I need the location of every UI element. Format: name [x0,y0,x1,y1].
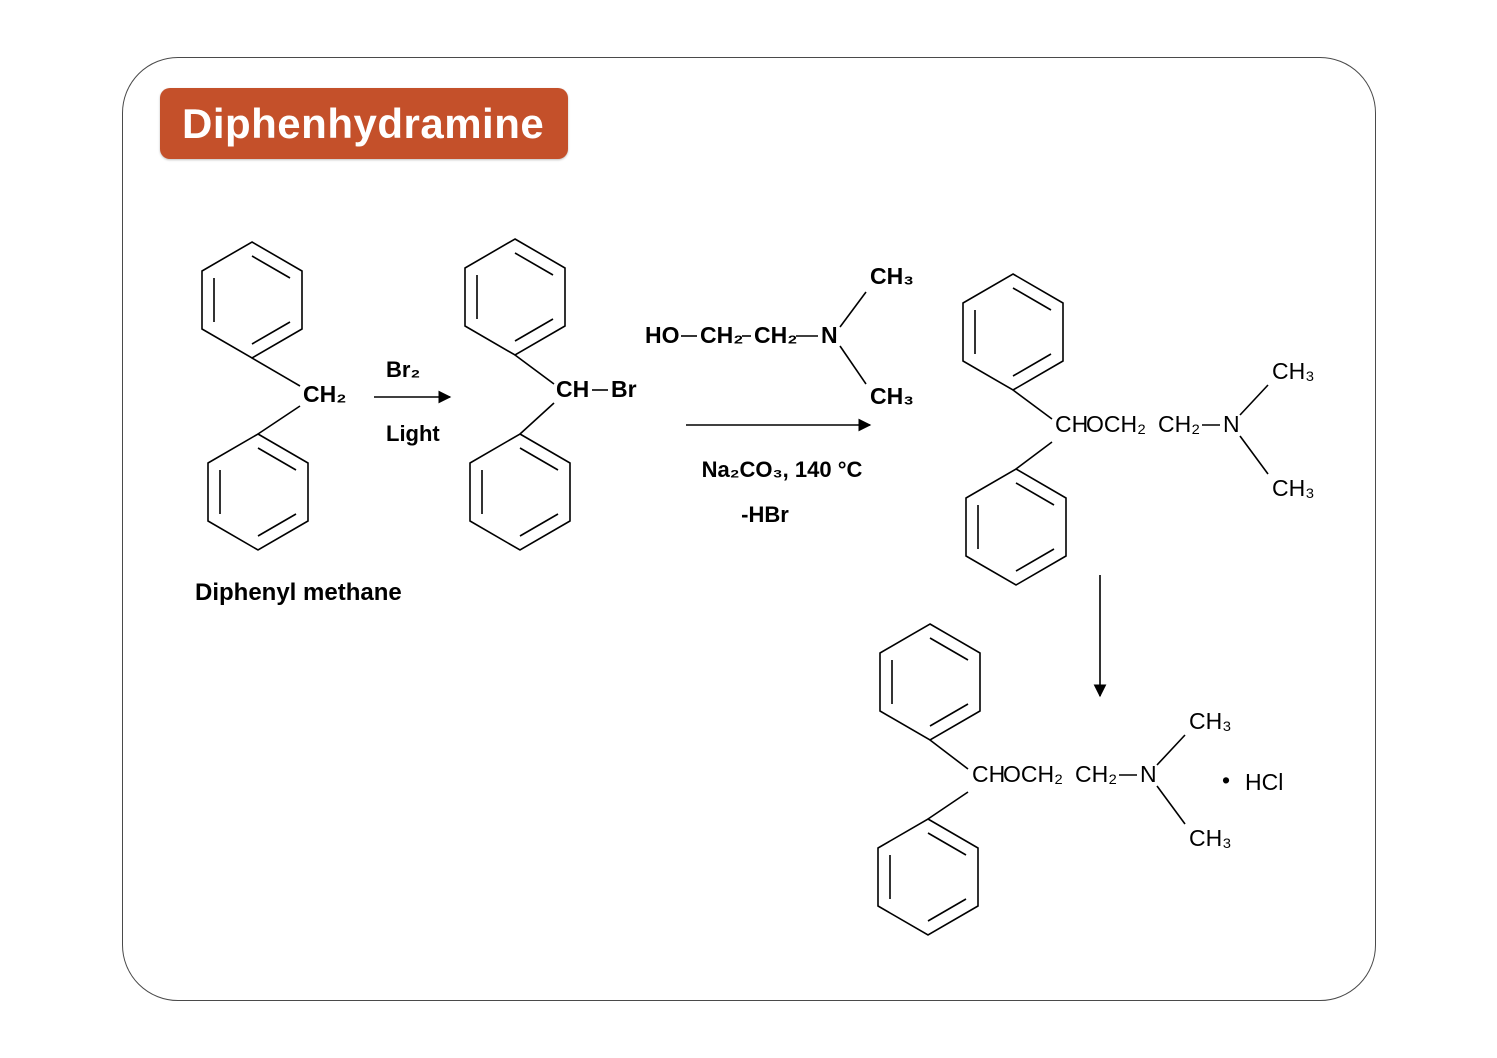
benzene-ring [965,468,1067,586]
bond [251,357,301,387]
bond [519,402,555,435]
bond [1239,435,1269,475]
formula-ch: CH [972,761,1005,787]
condition-label: Na₂CO₃, 140 °C [702,457,863,482]
molecule-caption: Diphenyl methane [195,579,402,606]
formula-ho: HO [645,322,680,348]
molecule-benzhydryl-bromide: CH Br [464,238,637,551]
benzene-ring [879,623,981,741]
benzene-ring [201,241,303,359]
formula-ch2: CH₂ [303,381,346,407]
benzene-ring [464,238,566,356]
formula-ch2: CH₂ [1158,411,1200,437]
molecule-diphenhydramine-hcl: CH OCH₂ CH₂ N CH₃ CH₃ • HCl [877,623,1283,936]
bond [839,345,867,385]
condition-label: Light [386,421,440,446]
reaction-arrow-bromination: Br₂ Light [374,357,452,446]
formula-ch2: CH₂ [754,322,797,348]
title-badge: Diphenhydramine [160,88,568,159]
formula-ch: CH [556,376,589,402]
molecule-diphenylmethane: CH₂ Diphenyl methane [195,241,402,606]
formula-ch2: CH₂ [1075,761,1117,787]
page-title: Diphenhydramine [182,99,545,147]
bond [257,405,301,435]
bond [1156,734,1186,766]
formula-ch3: CH₃ [1272,358,1315,384]
benzene-ring [877,818,979,936]
molecule-diphenhydramine-base: CH OCH₂ CH₂ N CH₃ CH₃ [962,273,1315,586]
benzene-ring [207,433,309,551]
formula-ch2: CH₂ [700,322,743,348]
formula-hcl: HCl [1245,769,1283,795]
bond [1156,785,1186,825]
formula-ch3: CH₃ [1189,708,1232,734]
condition-label: -HBr [741,502,789,527]
benzene-ring [469,433,571,551]
bond [514,354,555,385]
bond [927,791,969,820]
bond [1015,441,1053,470]
formula-ch3: CH₃ [1272,475,1315,501]
formula-och2: OCH₂ [1086,411,1146,437]
formula-och2: OCH₂ [1003,761,1063,787]
formula-ch3: CH₃ [870,383,914,409]
formula-n: N [1223,411,1240,437]
formula-ch3: CH₃ [1189,825,1232,851]
slide-frame [122,57,1376,1001]
formula-n: N [821,322,838,348]
formula-ch3: CH₃ [870,263,914,289]
bond [1012,389,1053,420]
bond [839,291,867,328]
reaction-arrow-etherification: Na₂CO₃, 140 °C -HBr [686,418,872,527]
formula-ch: CH [1055,411,1088,437]
reagent-label: Br₂ [386,357,420,382]
molecule-dimethylaminoethanol: HO CH₂ CH₂ N CH₃ CH₃ [645,263,914,409]
bond [1239,384,1269,416]
formula-br: Br [611,376,637,402]
formula-n: N [1140,761,1157,787]
bond [929,739,969,770]
salt-dot: • [1222,767,1230,793]
benzene-ring [962,273,1064,391]
